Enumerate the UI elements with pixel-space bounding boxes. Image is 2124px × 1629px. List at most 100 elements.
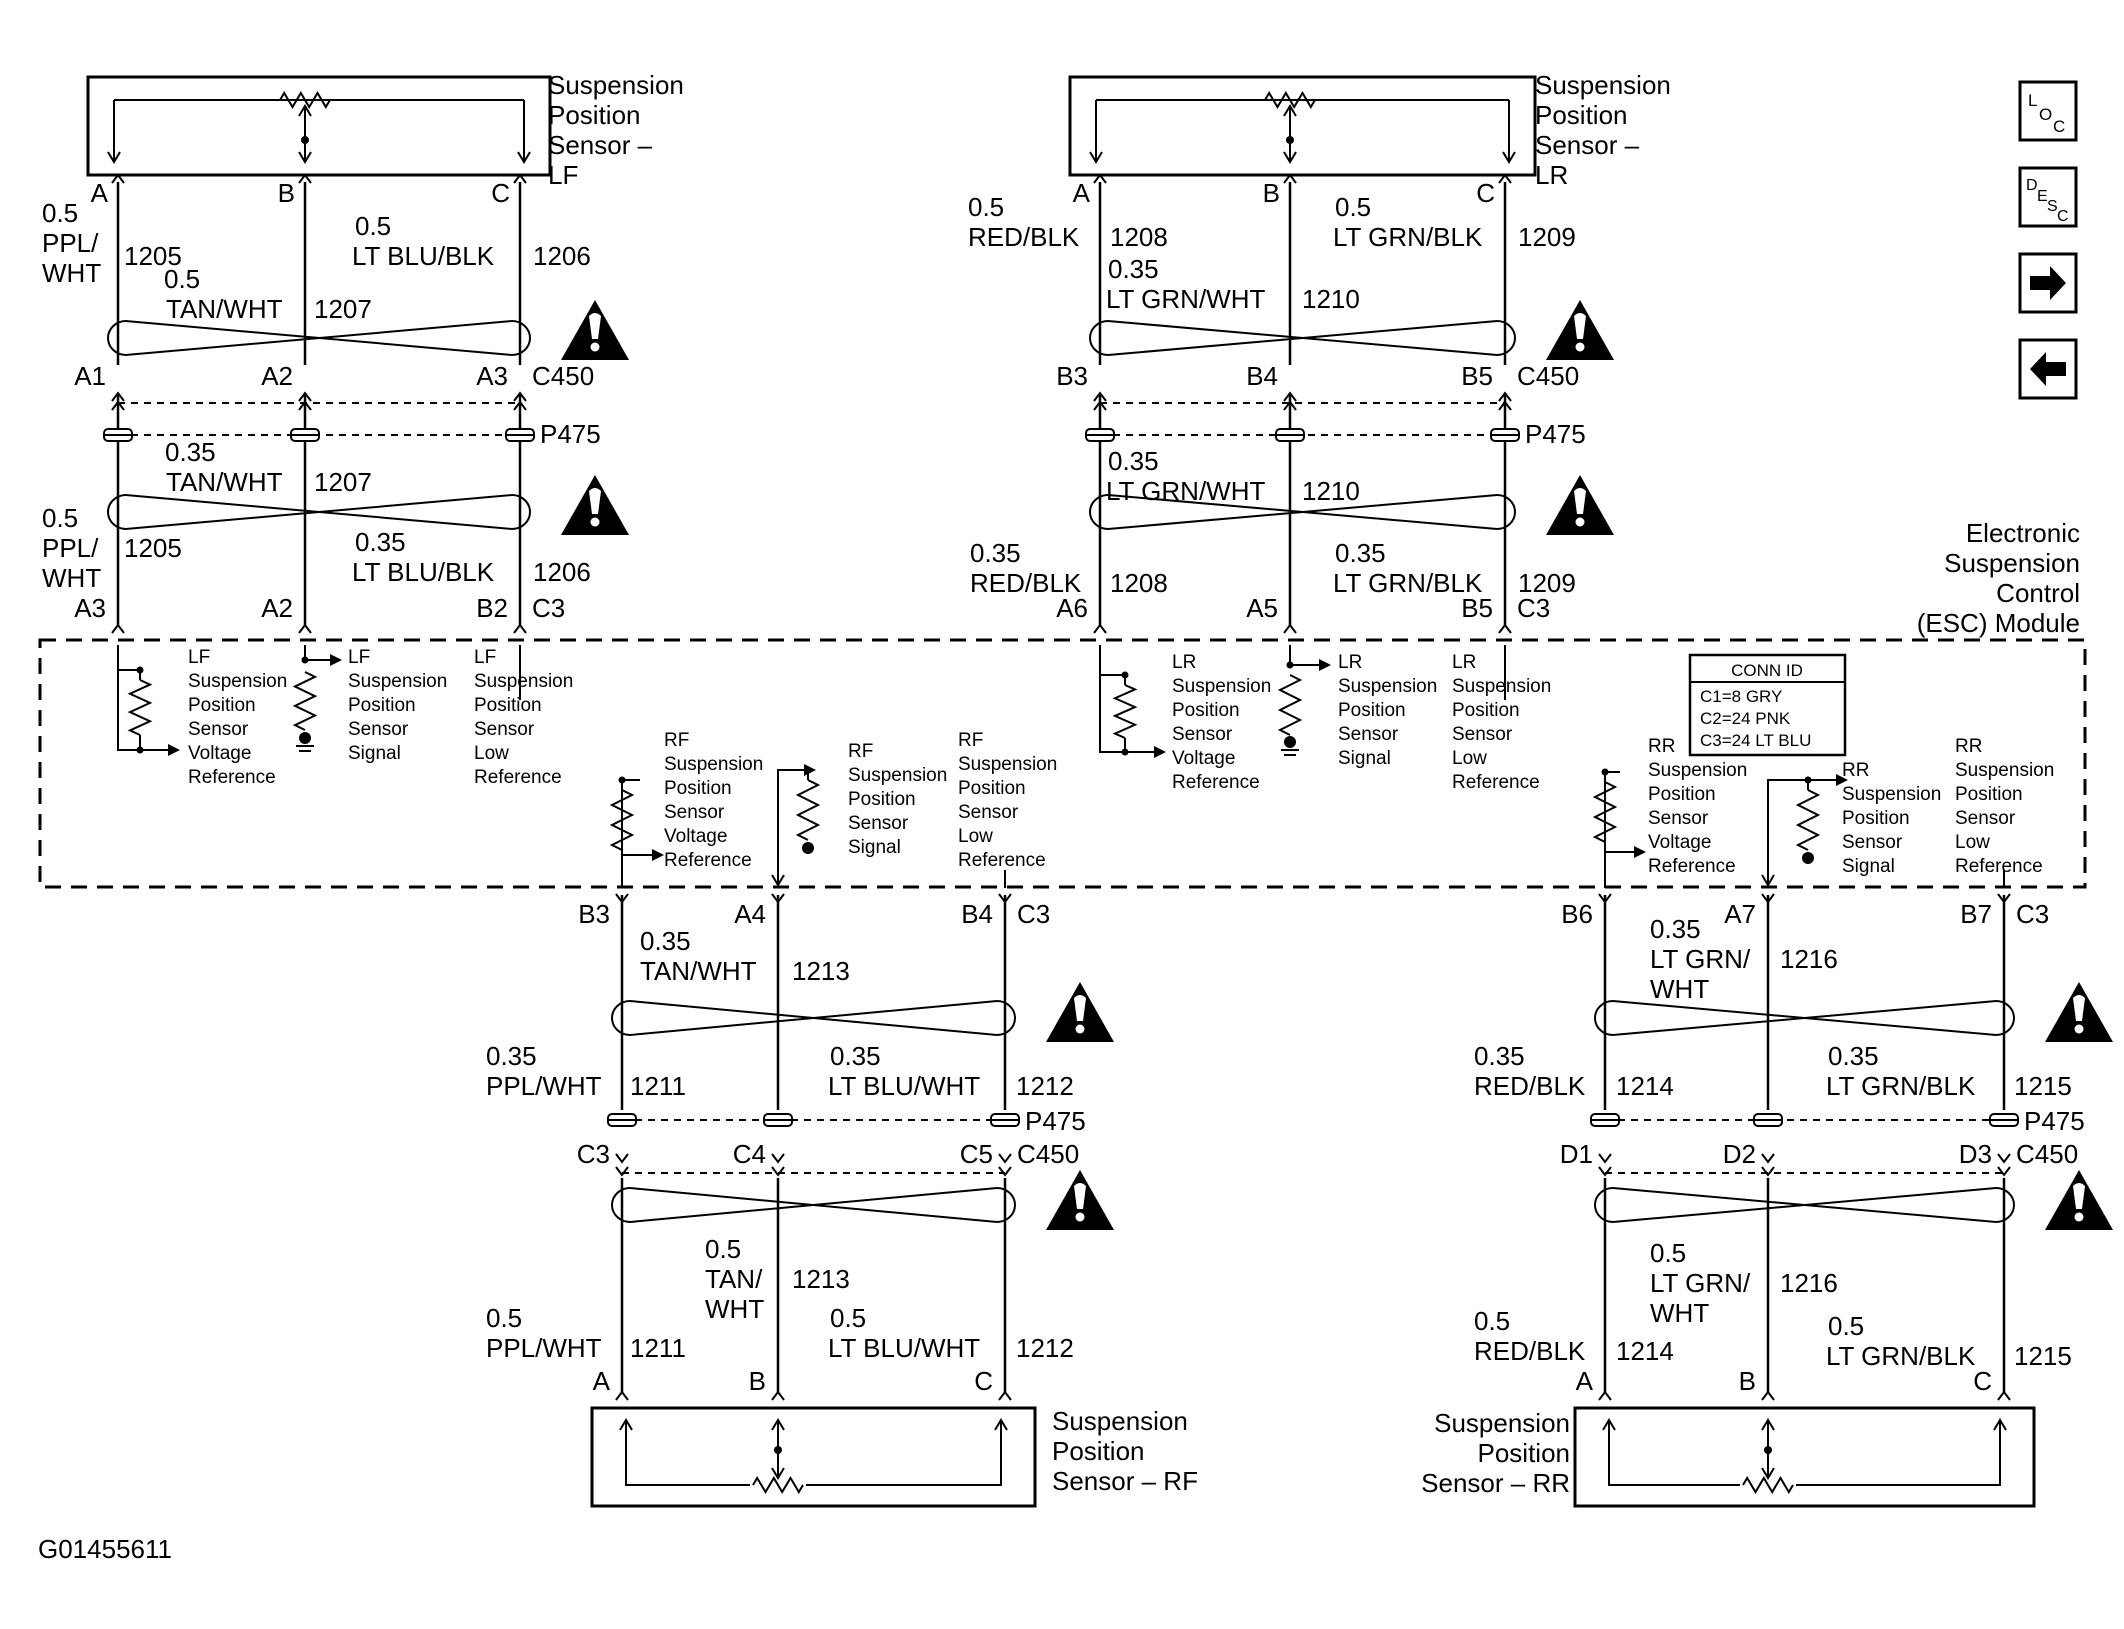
- esc-label-lf-ref-5: Reference: [188, 767, 276, 788]
- resistor: [292, 671, 318, 731]
- c450-pin: D3: [1959, 1139, 1992, 1169]
- sensor-lr-title-1: Position: [1535, 100, 1628, 130]
- wire-color-1: WHT: [705, 1294, 764, 1324]
- wire-color-1: WHT: [1650, 1298, 1709, 1328]
- wire-color: LT BLU/WHT: [828, 1333, 980, 1363]
- pin-terminal: [1283, 624, 1297, 634]
- caution-icon: [561, 475, 629, 535]
- connector-c450: C450: [2016, 1139, 2078, 1169]
- esc-label-rf-low-3: Sensor: [958, 802, 1019, 823]
- conn-id-title: CONN ID: [1731, 661, 1803, 680]
- wire-color: RED/BLK: [970, 568, 1082, 598]
- circuit-number: 1205: [124, 533, 182, 563]
- esc-module-title: Electronic Suspension Control (ESC) Modu…: [1917, 518, 2080, 638]
- esc-label-rf-sig-2: Position: [848, 789, 916, 810]
- esc-label-lr-low-2: Position: [1452, 700, 1520, 721]
- wire-gauge: 0.35: [830, 1041, 881, 1071]
- esc-label-rf-ref-1: Suspension: [664, 754, 763, 775]
- esc-label-rr-sig-4: Signal: [1842, 856, 1895, 877]
- c450-pin: A2: [261, 361, 293, 391]
- esc-label-rf-sig-3: Sensor: [848, 813, 909, 834]
- twisted-pair-rr-upper: [1594, 1000, 2015, 1036]
- pin-label: C: [491, 178, 510, 208]
- sensor-lf-title-2: Sensor –: [548, 130, 653, 160]
- esc-label-lf-sig-3: Sensor: [348, 719, 409, 740]
- wire-color: LT GRN/BLK: [1826, 1341, 1976, 1371]
- circuit-number: 1216: [1780, 1268, 1838, 1298]
- circuit-number: 1206: [533, 557, 591, 587]
- pin-terminal: [1997, 1153, 2011, 1163]
- sensor-lr-title-0: Suspension: [1535, 70, 1671, 100]
- esc-label-rf-low-0: RF: [958, 730, 983, 751]
- esc-label-lr-ref-4: Voltage: [1172, 748, 1235, 769]
- wire-gauge: 0.35: [1650, 914, 1701, 944]
- esc-pin: B2: [476, 593, 508, 623]
- arrow-left-icon: [2030, 352, 2066, 386]
- wire-gauge: 0.35: [1108, 254, 1159, 284]
- esc-label-lr-low-4: Low: [1452, 748, 1487, 769]
- c450-pin: D1: [1560, 1139, 1593, 1169]
- esc-label-lr-sig-2: Position: [1338, 700, 1406, 721]
- wire-gauge: 0.35: [1108, 446, 1159, 476]
- svg-text:C: C: [2057, 208, 2069, 225]
- circuit-number: 1205: [124, 241, 182, 271]
- pin-terminal: [771, 1391, 785, 1401]
- esc-internal-lr: LRSuspensionPositionSensorVoltageReferen…: [1099, 645, 1551, 793]
- esc-label-lr-low-5: Reference: [1452, 772, 1540, 793]
- pin-terminal: [998, 1391, 1012, 1401]
- esc-label-lf-low-3: Sensor: [474, 719, 535, 740]
- conn-id-line-3: C3=24 LT BLU: [1700, 731, 1811, 750]
- resistor: [1112, 684, 1138, 739]
- wire-gauge: 0.5: [830, 1303, 866, 1333]
- wire-color-0: LT GRN/: [1650, 944, 1751, 974]
- wire-color-1: WHT: [42, 258, 101, 288]
- pin-terminal: [1761, 1153, 1775, 1163]
- esc-label-lf-low-5: Reference: [474, 767, 562, 788]
- svg-text:L: L: [2028, 91, 2037, 110]
- wire-color-0: TAN/: [705, 1264, 763, 1294]
- esc-label-rr-ref-2: Position: [1648, 784, 1716, 805]
- esc-label-rf-low-2: Position: [958, 778, 1026, 799]
- c450-pin: B3: [1056, 361, 1088, 391]
- sensor-lr-housing: [1068, 75, 1537, 177]
- sensor-lf-title-0: Suspension: [548, 70, 684, 100]
- wire-color: LT BLU/BLK: [352, 557, 495, 587]
- c450-pin: B4: [1246, 361, 1278, 391]
- esc-label-lr-sig-0: LR: [1338, 652, 1362, 673]
- wire-color-1: WHT: [1650, 974, 1709, 1004]
- wire-gauge: 0.5: [705, 1234, 741, 1264]
- pin-terminal: [1997, 1391, 2011, 1401]
- next-arrow-button[interactable]: [2018, 252, 2078, 314]
- circuit-number: 1208: [1110, 568, 1168, 598]
- pin-terminal: [1093, 624, 1107, 634]
- esc-pin: A7: [1724, 899, 1756, 929]
- connector-c450: C450: [1017, 1139, 1079, 1169]
- esc-label-lf-low-2: Position: [474, 695, 542, 716]
- wire-gauge: 0.35: [1474, 1041, 1525, 1071]
- loc-button[interactable]: L O C: [2018, 80, 2078, 142]
- caution-icon: [1046, 982, 1114, 1042]
- twisted-pair-lf-lower: [107, 494, 531, 530]
- pin-label: A: [593, 1366, 611, 1396]
- esc-label-rf-ref-2: Position: [664, 778, 732, 799]
- wire-color: TAN/WHT: [166, 467, 283, 497]
- caution-icon: [561, 300, 629, 360]
- conn-id-line-2: C2=24 PNK: [1700, 709, 1791, 728]
- inline-splice: [1989, 1113, 2019, 1127]
- esc-label-rr-low-5: Reference: [1955, 856, 2043, 877]
- esc-label-rf-ref-4: Voltage: [664, 826, 727, 847]
- caution-icon: [2045, 982, 2113, 1042]
- esc-pin: A6: [1056, 593, 1088, 623]
- esc-pin: A3: [74, 593, 106, 623]
- prev-arrow-button[interactable]: [2018, 338, 2078, 400]
- desc-button[interactable]: D E S C: [2018, 166, 2078, 228]
- connector-c450: C450: [1517, 361, 1579, 391]
- caution-icon: [1546, 475, 1614, 535]
- conn-id-box: CONN ID C1=8 GRY C2=24 PNK C3=24 LT BLU: [1688, 653, 1847, 757]
- circuit-number: 1206: [533, 241, 591, 271]
- connector-c3: C3: [532, 593, 565, 623]
- esc-label-rf-low-4: Low: [958, 826, 993, 847]
